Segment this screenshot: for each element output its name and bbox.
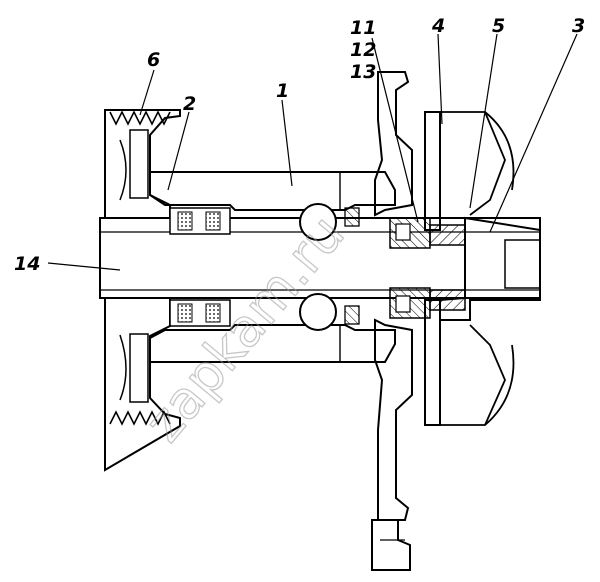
pulley-grooves-bottom [109,410,171,426]
leader-lines [47,33,578,271]
callout-14: 14 [14,253,40,275]
callout-12: 12 [350,39,376,61]
roller-bearing-bottom [169,299,231,327]
seal-assembly [389,217,466,319]
roller-bearing-top [169,207,231,235]
callout-11: 11 [350,17,376,39]
callout-6: 6 [147,49,160,71]
ball-bearing [299,203,360,331]
callout-4: 4 [431,15,445,37]
callout-1: 1 [276,80,289,102]
callout-13: 13 [350,61,376,83]
callout-5: 5 [492,15,505,37]
pump-body [371,71,541,571]
callout-2: 2 [183,93,196,115]
pulley-grooves-top [109,110,171,126]
callout-3: 3 [572,15,585,37]
